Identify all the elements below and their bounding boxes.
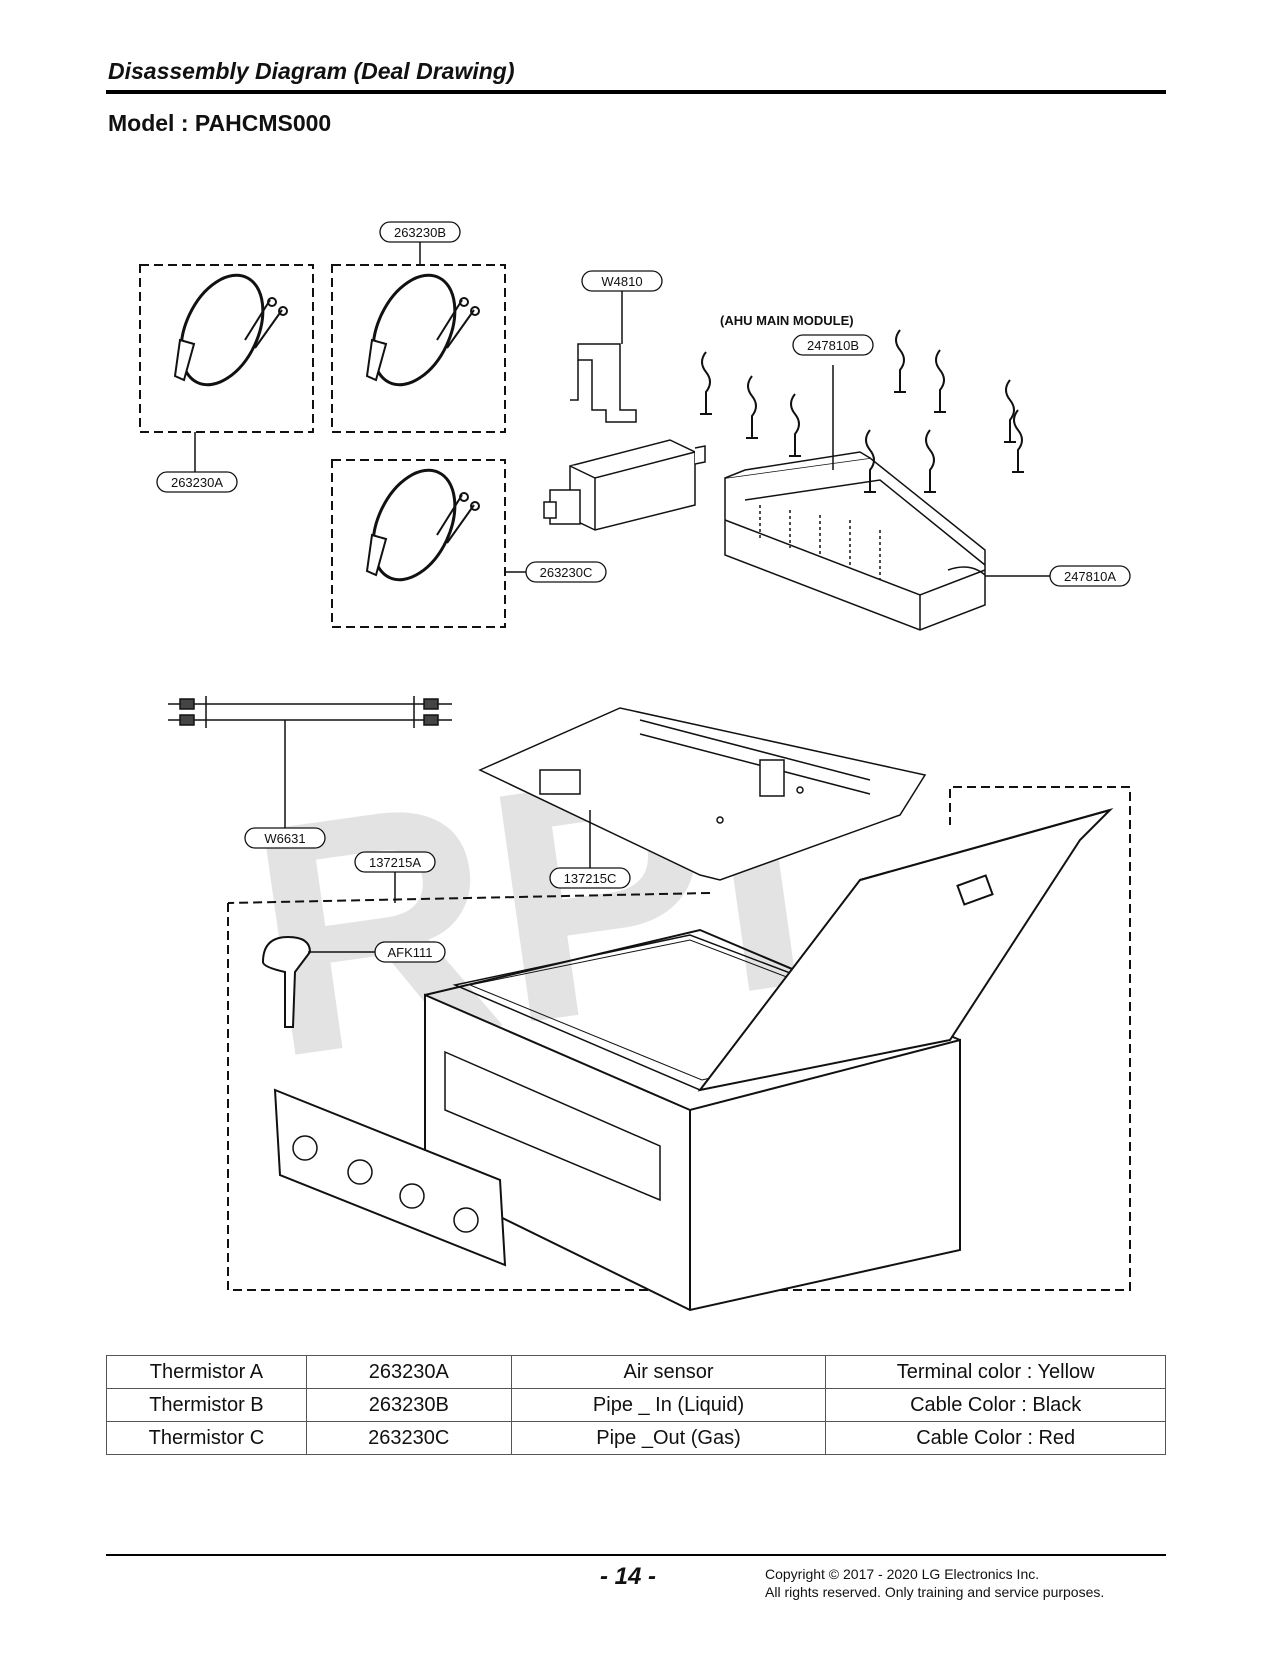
callout-247810A: 247810A xyxy=(1049,565,1131,587)
table-row: Thermistor B 263230B Pipe _ In (Liquid) … xyxy=(106,1388,1166,1422)
cable-clips-group xyxy=(700,329,1024,493)
table-cell: Thermistor B xyxy=(106,1388,307,1422)
page-number: - 14 - xyxy=(600,1563,657,1590)
table-cell: 263230A xyxy=(305,1355,512,1389)
exploded-parts-diagram: RPI xyxy=(139,221,1131,1312)
thermistor-c-group xyxy=(331,459,526,628)
header-rule xyxy=(106,90,1166,94)
callout-137215A: 137215A xyxy=(354,851,436,873)
table-cell: Thermistor A xyxy=(106,1355,307,1389)
enclosure-group xyxy=(227,786,1131,1312)
document-header: Disassembly Diagram (Deal Drawing) xyxy=(108,58,515,84)
svg-text:263230A: 263230A xyxy=(171,475,223,490)
w6631-cable-part xyxy=(168,696,452,828)
svg-text:247810B: 247810B xyxy=(807,338,859,353)
callout-263230A: 263230A xyxy=(156,471,238,493)
table-cell: Cable Color : Red xyxy=(825,1421,1166,1455)
callout-W4810: W4810 xyxy=(581,270,663,292)
model-title: Model : PAHCMS000 xyxy=(108,110,332,136)
table-cell: Air sensor xyxy=(510,1355,827,1389)
thermistor-b-group xyxy=(331,242,506,433)
svg-text:AFK111: AFK111 xyxy=(387,945,432,960)
power-module-part xyxy=(543,439,706,531)
table-row: Thermistor C 263230C Pipe _Out (Gas) Cab… xyxy=(106,1421,1166,1455)
table-cell: Pipe _Out (Gas) xyxy=(510,1421,827,1455)
parts-table: Thermistor A 263230A Air sensor Terminal… xyxy=(106,1355,1166,1455)
table-cell: Terminal color : Yellow xyxy=(825,1355,1166,1389)
copyright-notice: Copyright © 2017 - 2020 LG Electronics I… xyxy=(765,1565,1104,1601)
table-cell: 263230B xyxy=(305,1388,512,1422)
svg-text:W4810: W4810 xyxy=(601,274,642,289)
ahu-main-module-caption: (AHU MAIN MODULE) xyxy=(720,313,854,328)
svg-text:247810A: 247810A xyxy=(1064,569,1116,584)
callout-AFK111: AFK111 xyxy=(374,941,446,963)
ahu-main-module-part xyxy=(724,365,1050,631)
svg-text:263230C: 263230C xyxy=(540,565,593,580)
mounting-plate-part xyxy=(478,707,927,881)
bracket-part xyxy=(570,291,637,423)
svg-text:137215A: 137215A xyxy=(369,855,421,870)
callout-263230B: 263230B xyxy=(379,221,461,243)
table-cell: Cable Color : Black xyxy=(825,1388,1166,1422)
table-cell: Thermistor C xyxy=(106,1421,307,1455)
table-cell: 263230C xyxy=(305,1421,512,1455)
svg-text:263230B: 263230B xyxy=(394,225,446,240)
table-row: Thermistor A 263230A Air sensor Terminal… xyxy=(106,1355,1166,1389)
thermistor-a-group xyxy=(139,264,314,472)
callout-263230C: 263230C xyxy=(525,561,607,583)
copyright-line-1: Copyright © 2017 - 2020 LG Electronics I… xyxy=(765,1566,1040,1582)
copyright-line-2: All rights reserved. Only training and s… xyxy=(765,1584,1105,1600)
callout-W6631: W6631 xyxy=(244,827,326,849)
table-cell: Pipe _ In (Liquid) xyxy=(510,1388,827,1422)
svg-text:W6631: W6631 xyxy=(264,831,305,846)
svg-text:137215C: 137215C xyxy=(564,871,617,886)
callout-247810B: 247810B xyxy=(792,334,874,356)
footer-rule xyxy=(106,1554,1166,1556)
callout-137215C: 137215C xyxy=(549,867,631,889)
